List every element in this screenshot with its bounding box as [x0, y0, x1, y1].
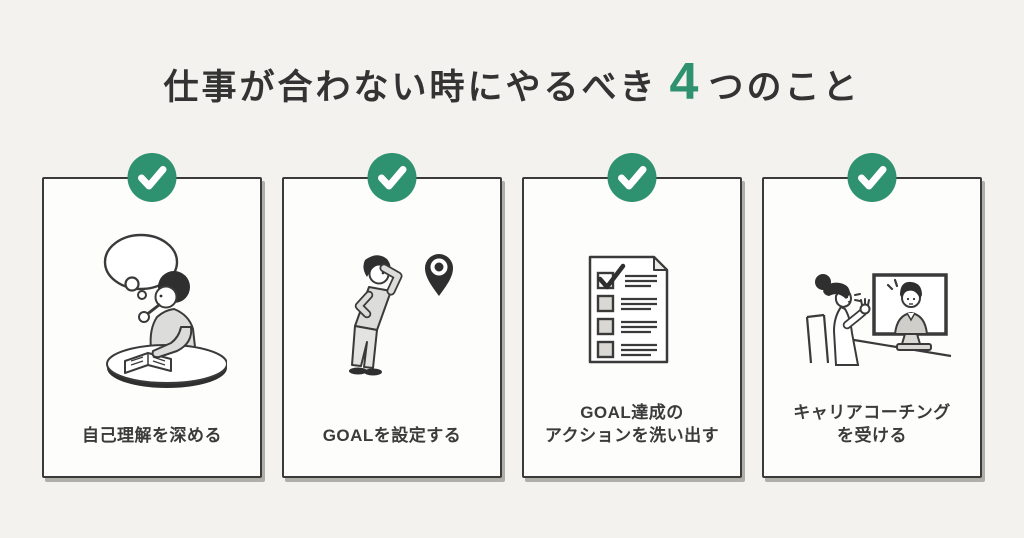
checklist-illustration — [524, 225, 740, 395]
career-coaching-illustration — [764, 225, 980, 395]
check-icon — [127, 153, 177, 202]
title-number: 4 — [669, 53, 699, 111]
self-understanding-illustration — [44, 225, 260, 395]
card-goal-setting: GOALを設定する — [282, 153, 502, 478]
card-label: GOALを設定する — [322, 426, 462, 446]
goal-setting-illustration — [284, 225, 500, 395]
card-career-coaching: キャリアコーチング を受ける — [762, 153, 982, 478]
check-icon — [847, 153, 897, 202]
title-prefix: 仕事が合わない時にやるべき — [163, 68, 658, 107]
check-icon — [607, 153, 657, 202]
cards-row: 自己理解を深める — [42, 153, 982, 478]
card-label: 自己理解を深める — [82, 426, 222, 446]
title-suffix: つのこと — [708, 68, 861, 107]
map-pin-icon — [425, 254, 453, 296]
page-title: 仕事が合わない時にやるべき 4 つのこと — [0, 52, 1024, 112]
card-self-understanding: 自己理解を深める — [42, 153, 262, 478]
card-label: GOAL達成の アクションを洗い出す — [544, 403, 720, 446]
check-icon — [367, 153, 417, 202]
card-label: キャリアコーチング を受ける — [793, 403, 951, 446]
card-action-list: GOAL達成の アクションを洗い出す — [522, 153, 742, 478]
